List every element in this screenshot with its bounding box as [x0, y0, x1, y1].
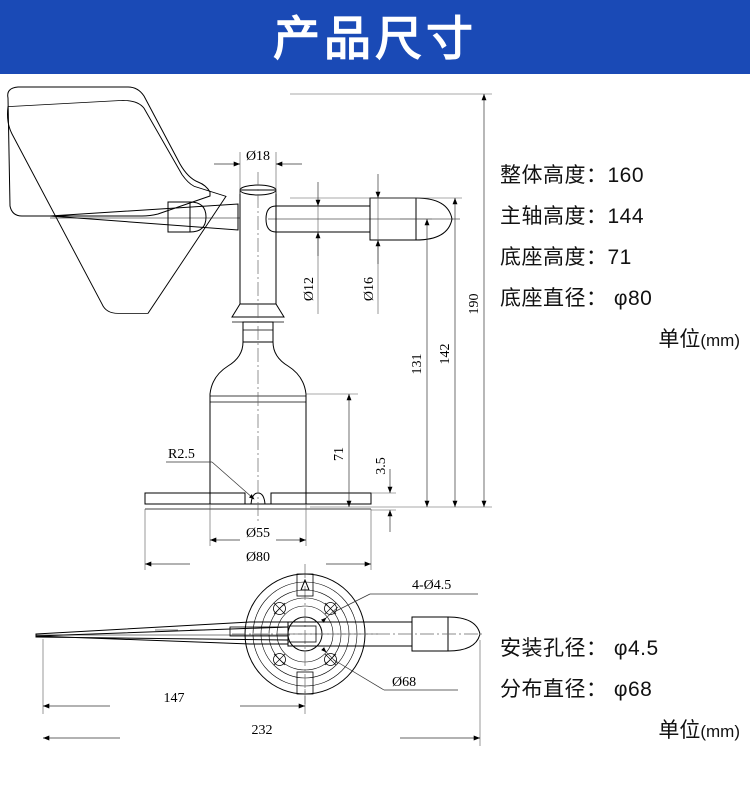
dimension-label-190: 190 [467, 294, 482, 315]
north-key-slot [296, 573, 314, 597]
plan-tail-wedge [35, 621, 317, 645]
dimension-232: 232 [43, 640, 481, 746]
dimension-label-dia55: Ø55 [246, 526, 270, 541]
spec-overall-height: 整体高度：160 [500, 164, 645, 187]
spec-base-diameter: 底座直径： φ80 [500, 287, 653, 310]
dimension-label-dia80: Ø80 [246, 550, 270, 565]
plan-nose-tip [447, 616, 481, 652]
dimension-label-147: 147 [164, 691, 185, 706]
spec-shaft-height: 主轴高度：144 [500, 205, 645, 228]
callout-dia68: Ø68 [321, 647, 458, 691]
dimension-label-r25: R2.5 [168, 447, 195, 462]
vane-tail-fin [7, 100, 227, 314]
mounting-hole [273, 602, 286, 615]
spec-base-height: 底座高度：71 [500, 246, 632, 269]
spec-mounting-hole-diameter: 安装孔径： φ4.5 [500, 637, 659, 660]
spec-unit-bottom-prefix: 单位 [658, 719, 701, 742]
tail-boom [49, 203, 239, 231]
dimension-label-dia16: Ø16 [362, 277, 377, 301]
dimension-label-142: 142 [438, 344, 453, 365]
shaft-neck [231, 303, 285, 318]
page-header-banner: 产品尺寸 [0, 0, 750, 74]
dimension-dia12: Ø12 [302, 182, 321, 314]
specs-front-view: 整体高度：160 主轴高度：144 底座高度：71 底座直径： φ80 单位(m… [500, 155, 746, 361]
callout-label-4-dia4-5: 4-Ø4.5 [412, 578, 451, 593]
dimension-190: 190 [290, 93, 492, 508]
technical-drawing-canvas: .ol { fill:none; stroke:#000; stroke-wid… [7, 86, 492, 746]
dimension-131: 131 [400, 218, 432, 507]
spec-unit-bottom-value: (mm) [700, 722, 740, 741]
mounting-hole [324, 653, 337, 666]
dimension-dia16: Ø16 [362, 174, 381, 314]
spec-unit-top-prefix: 单位 [658, 328, 701, 351]
specs-top-view: 安装孔径： φ4.5 分布直径： φ68 单位(mm) [500, 628, 746, 752]
spec-unit-top: 单位(mm) [500, 319, 746, 361]
dimension-142: 142 [290, 197, 462, 507]
top-plan-view: 4-Ø4.5 Ø68 147 232 [35, 564, 482, 746]
dimension-label-3-5: 3.5 [374, 457, 389, 475]
tail-collar-round-end [189, 201, 207, 233]
spec-unit-top-value: (mm) [700, 331, 740, 350]
dimension-r25: R2.5 [166, 447, 255, 500]
dimension-label-232: 232 [252, 723, 273, 738]
dimension-label-71: 71 [332, 447, 347, 461]
north-arrow-marker [300, 578, 310, 591]
dimension-dia80: Ø80 [144, 509, 372, 570]
mounting-hole [273, 653, 286, 666]
dimension-label-dia18: Ø18 [246, 149, 270, 164]
spec-bolt-circle-diameter: 分布直径： φ68 [500, 678, 653, 701]
front-elevation-view: Ø18 Ø12 Ø16 190 [7, 86, 492, 570]
dimension-label-131: 131 [410, 354, 425, 375]
vane-tail-fin-outline [7, 86, 211, 217]
callout-4-dia4-5: 4-Ø4.5 [320, 578, 478, 623]
dimension-label-dia12: Ø12 [302, 277, 317, 301]
dimension-147: 147 [42, 639, 306, 714]
dimension-71: 71 [306, 393, 358, 507]
page-title: 产品尺寸 [273, 11, 477, 65]
mounting-hole [324, 602, 337, 615]
dimension-dia55: Ø55 [209, 504, 307, 546]
callout-label-dia68: Ø68 [392, 675, 416, 690]
mounting-hole-group [273, 602, 337, 666]
nose-bullet-tip [415, 197, 453, 241]
dimension-3-5: 3.5 [371, 457, 396, 532]
spec-unit-bottom: 单位(mm) [500, 710, 746, 752]
tail-collar [167, 201, 191, 233]
arm-left-round [265, 205, 277, 233]
dimension-dia18: Ø18 [214, 149, 302, 194]
